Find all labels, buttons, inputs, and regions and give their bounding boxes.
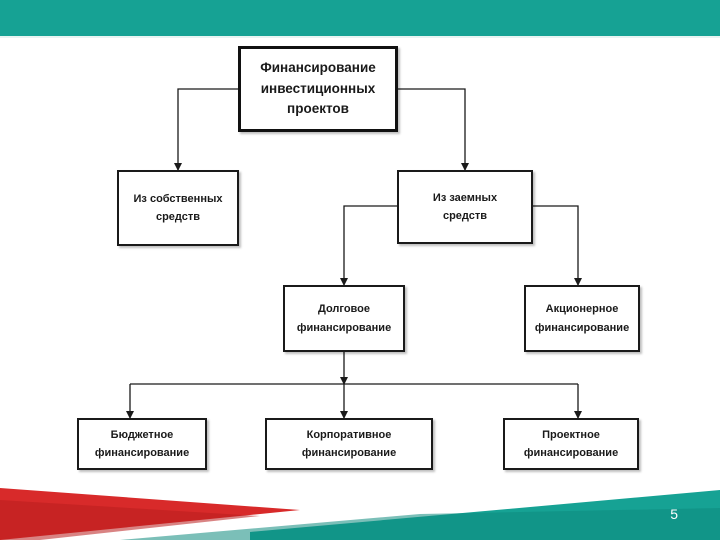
node-equity-financing-label: Акционерное финансирование (534, 303, 630, 334)
footer-decoration (0, 488, 720, 540)
node-budget-financing-label: Бюджетное финансирование (94, 428, 190, 459)
node-project-financing-label: Проектное финансирование (523, 428, 619, 459)
connector-root-own (174, 88, 238, 171)
header-bar (0, 0, 720, 36)
node-borrowed-funds: Из заемных средств (397, 170, 533, 244)
node-own-funds-label: Из собственных средств (133, 192, 223, 223)
connector-borrowed-equity (533, 205, 582, 286)
node-corporate-financing: Корпоративное финансирование (265, 418, 433, 470)
connector-root-borrowed (397, 88, 469, 171)
node-equity-financing: Акционерное финансирование (524, 285, 640, 352)
node-budget-financing: Бюджетное финансирование (77, 418, 207, 470)
header-divider (0, 36, 720, 38)
node-root: Финансирование инвестиционных проектов (238, 46, 398, 132)
node-debt-financing: Долговое финансирование (283, 285, 405, 352)
node-project-financing: Проектное финансирование (503, 418, 639, 470)
connector-borrowed-debt (340, 205, 397, 286)
node-root-label: Финансирование инвестиционных проектов (260, 59, 376, 117)
node-own-funds: Из собственных средств (117, 170, 239, 246)
node-borrowed-funds-label: Из заемных средств (432, 191, 498, 222)
node-debt-financing-label: Долговое финансирование (296, 303, 392, 334)
slide-number: 5 (670, 506, 678, 522)
node-corporate-financing-label: Корпоративное финансирование (301, 428, 397, 459)
